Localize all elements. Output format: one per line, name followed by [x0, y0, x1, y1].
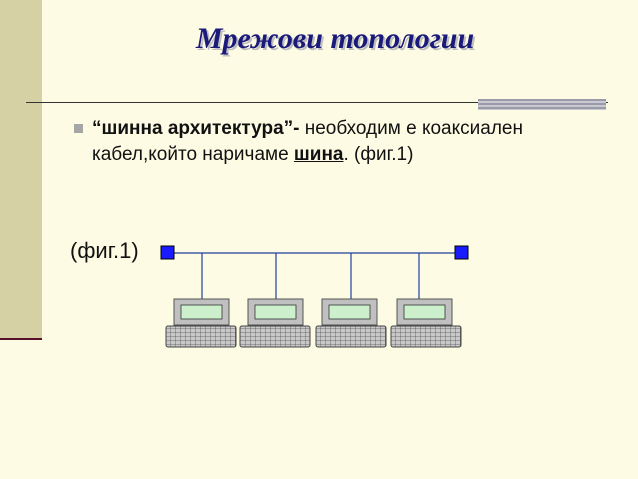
bullet-text-part-1: необходим е коаксиален кабел,който нарич… — [92, 118, 523, 165]
left-sidebar — [0, 0, 42, 340]
bus-terminator-left — [160, 245, 175, 260]
title-rule-accent — [478, 99, 606, 110]
bullet-text-part-2: . (фиг.1) — [343, 144, 414, 165]
computer-icon — [390, 253, 462, 348]
bullet-underlined-text: шина — [293, 144, 344, 165]
bullet-square-icon — [74, 124, 83, 133]
computer-icon — [239, 253, 311, 348]
computer-icon — [315, 253, 387, 348]
bullet-bold-text: “шинна архитектура”- — [92, 118, 300, 139]
figure-label: (фиг.1) — [70, 238, 139, 263]
title-rule — [26, 102, 608, 103]
slide-title: Мрежови топологии — [195, 22, 475, 55]
bullet-text: “шинна архитектура”- необходим е коаксиа… — [92, 116, 562, 168]
computer-icon — [165, 253, 237, 348]
sidebar-divider — [0, 338, 42, 340]
bus-terminator-right — [454, 245, 469, 260]
